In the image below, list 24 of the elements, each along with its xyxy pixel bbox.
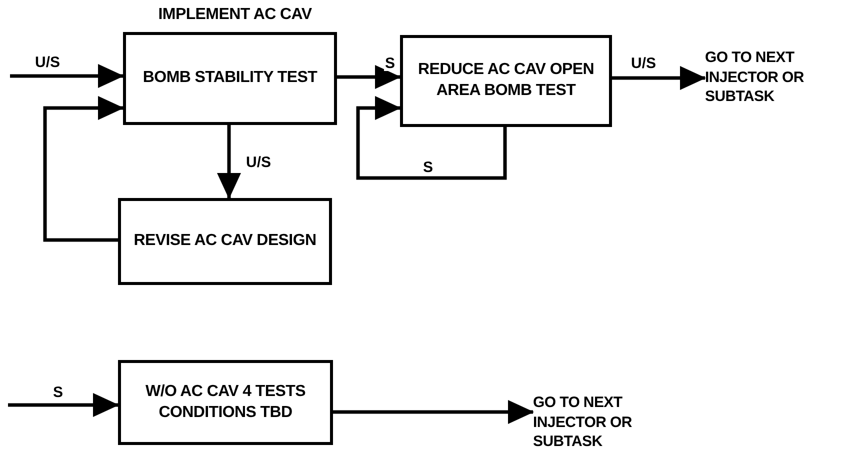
box-text: REVISE AC CAV DESIGN — [134, 231, 316, 252]
arrow — [217, 125, 241, 199]
arrow — [612, 66, 706, 90]
edge-label: U/S — [245, 155, 272, 170]
box-text: GO TO NEXT INJECTOR OR SUBTASK — [533, 394, 632, 450]
process-box — [118, 198, 332, 285]
edge-label: S — [52, 385, 64, 400]
process-box — [118, 360, 333, 445]
box-heading: IMPLEMENT AC CAV — [157, 5, 313, 25]
box-text: W/O AC CAV 4 TESTS CONDITIONS TBD — [144, 382, 306, 422]
edge-label: U/S — [34, 55, 62, 70]
edge-label: S — [422, 160, 434, 175]
box-text: BOMB STABILITY TEST — [142, 68, 318, 88]
arrow — [8, 393, 119, 417]
edge-label: U/S — [630, 56, 658, 71]
arrow — [356, 96, 507, 180]
box-text: GO TO NEXT INJECTOR OR SUBTASK — [705, 49, 804, 105]
arrow — [10, 64, 124, 88]
box-text: REDUCE AC CAV OPEN AREA BOMB TEST — [417, 60, 595, 101]
edge-label: S — [384, 56, 396, 71]
arrow — [43, 96, 124, 242]
arrow — [333, 400, 534, 424]
arrow — [337, 65, 401, 89]
process-box — [400, 35, 612, 127]
